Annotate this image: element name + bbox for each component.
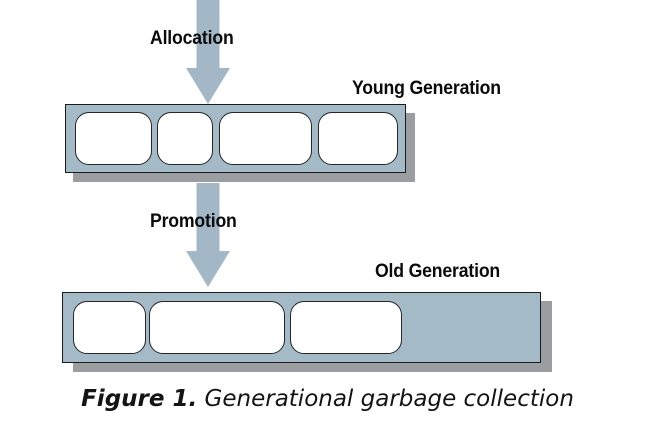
allocation-arrow bbox=[185, 0, 231, 105]
allocation-label: Allocation bbox=[150, 28, 234, 49]
young-generation-slot-1 bbox=[75, 112, 152, 165]
figure-caption-text: Generational garbage collection bbox=[204, 386, 574, 412]
figure-caption-number: Figure 1. bbox=[81, 386, 198, 412]
old-generation-slot-1 bbox=[73, 301, 146, 354]
old-generation-label: Old Generation bbox=[375, 261, 501, 282]
old-generation-slot-3 bbox=[290, 301, 402, 354]
young-generation-slot-3 bbox=[219, 112, 312, 165]
allocation-arrow-shape bbox=[186, 0, 230, 104]
young-generation-slot-2 bbox=[157, 112, 213, 165]
figure-caption: Figure 1. Generational garbage collectio… bbox=[0, 386, 655, 412]
promotion-arrow-shape bbox=[186, 183, 230, 287]
promotion-label: Promotion bbox=[150, 211, 237, 232]
old-generation-slot-2 bbox=[149, 301, 285, 354]
young-generation-slot-4 bbox=[318, 112, 398, 165]
promotion-arrow bbox=[185, 183, 231, 288]
young-generation-label: Young Generation bbox=[352, 78, 501, 99]
